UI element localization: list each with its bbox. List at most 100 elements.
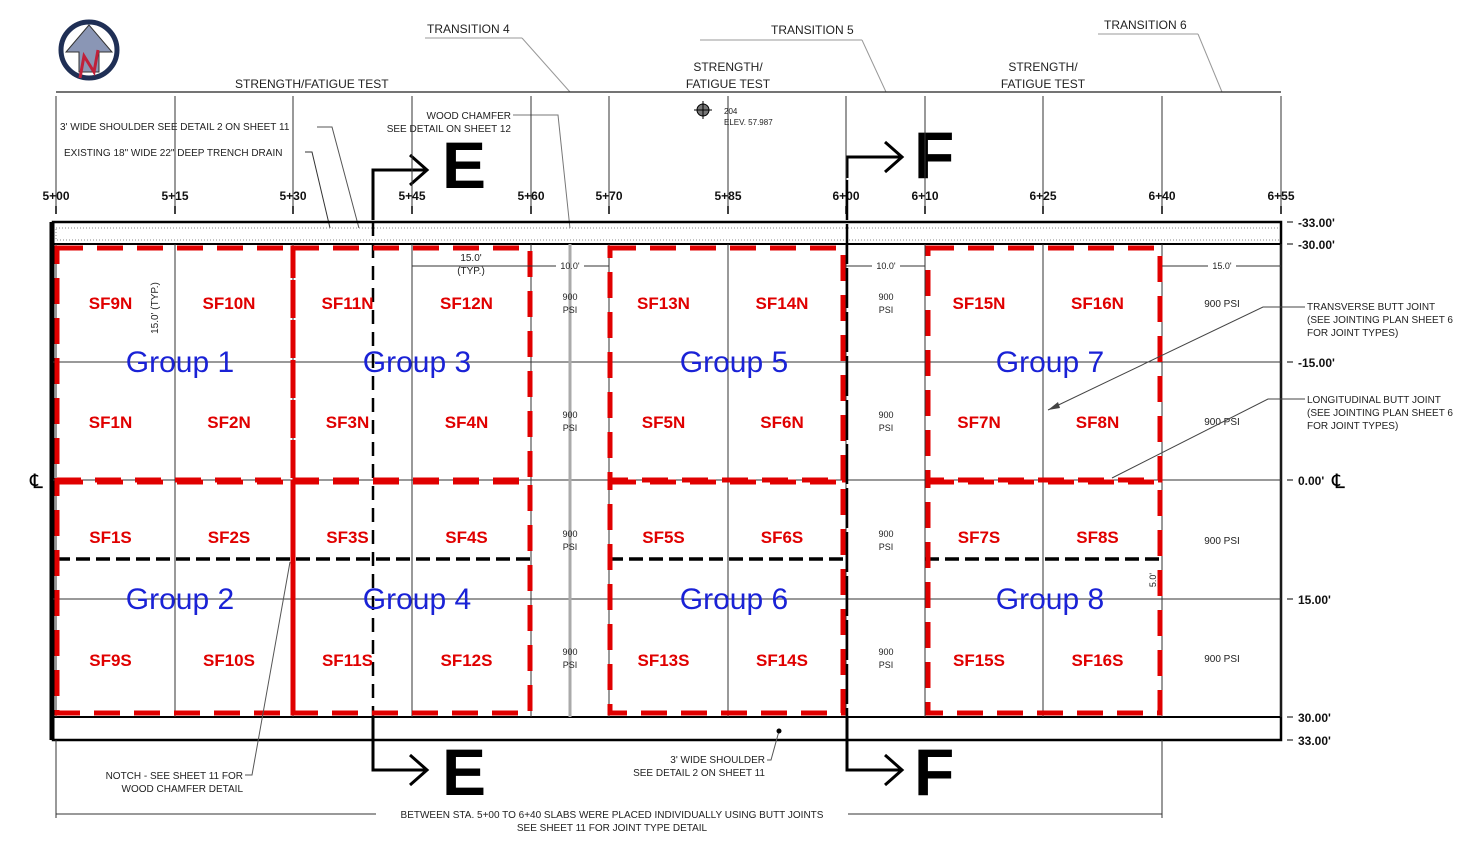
slab-label-sf11s: SF11S xyxy=(322,651,373,670)
psi-unit: PSI xyxy=(563,423,578,433)
notch-note: NOTCH - SEE SHEET 11 FOR xyxy=(106,771,243,782)
group-label-2: Group 2 xyxy=(126,583,234,616)
slab-length-dimension: 15.0' xyxy=(460,253,481,264)
gap-dimension-1: 10.0' xyxy=(560,261,580,271)
slab-label-sf14n: SF14N xyxy=(756,294,809,313)
psi-unit: PSI xyxy=(879,542,894,552)
wood-chamfer-note-2: SEE DETAIL ON SHEET 12 xyxy=(387,124,512,135)
group-outline xyxy=(607,245,846,483)
station-label: 5+15 xyxy=(161,189,188,203)
gap-dimension-3: 15.0' xyxy=(1212,261,1232,271)
psi-value: 900 xyxy=(878,647,893,657)
slab-label-sf16n: SF16N xyxy=(1071,294,1124,313)
psi-value: 900 xyxy=(878,410,893,420)
section-f-marker-top: F xyxy=(845,118,954,192)
slab-label-sf2n: SF2N xyxy=(207,413,250,432)
group-outline xyxy=(54,245,296,483)
psi-value: 900 xyxy=(562,410,577,420)
station-label: 6+55 xyxy=(1267,189,1294,203)
slab-label-sf15s: SF15S xyxy=(953,651,1005,670)
offset-label: -30.00' xyxy=(1298,238,1335,252)
psi-unit: PSI xyxy=(879,660,894,670)
slab-label-sf7s: SF7S xyxy=(958,528,1001,547)
station-label: 5+45 xyxy=(398,189,425,203)
bottom-note-2: SEE SHEET 11 FOR JOINT TYPE DETAIL xyxy=(517,823,708,834)
shoulder-note-bottom-2: SEE DETAIL 2 ON SHEET 11 xyxy=(633,768,765,779)
station-label: 5+60 xyxy=(517,189,544,203)
shoulder-note-bottom: 3' WIDE SHOULDER xyxy=(670,755,765,766)
slab-label-sf6s: SF6S xyxy=(761,528,804,547)
slab-length-typ: (TYP.) xyxy=(457,266,485,277)
centerline-icon: ℄ xyxy=(1331,471,1345,493)
transverse-joint-note-2: (SEE JOINTING PLAN SHEET 6 xyxy=(1307,315,1453,326)
station-label: 6+25 xyxy=(1029,189,1056,203)
longitudinal-joint-note-3: FOR JOINT TYPES) xyxy=(1307,421,1398,432)
group-label-4: Group 4 xyxy=(363,583,471,616)
offset-label: 33.00' xyxy=(1298,734,1331,748)
slab-label-sf9s: SF9S xyxy=(89,651,132,670)
offset-label: 0.00' xyxy=(1298,474,1324,488)
station-label: 6+40 xyxy=(1148,189,1175,203)
section-e-marker-top: E xyxy=(371,128,486,220)
slab-label-sf2s: SF2S xyxy=(208,528,251,547)
group-outline xyxy=(290,245,533,483)
psi-label: 900 PSI xyxy=(1204,299,1240,310)
offset-label: 15.00' xyxy=(1298,593,1331,607)
offset-label: 30.00' xyxy=(1298,711,1331,725)
group-outline xyxy=(607,479,846,716)
slab-label-sf1n: SF1N xyxy=(89,413,132,432)
transition-5-label: TRANSITION 5 xyxy=(771,23,854,37)
station-label: 5+85 xyxy=(714,189,741,203)
group-outline xyxy=(54,479,296,716)
five-ft-dimension: 5.0' xyxy=(1148,573,1158,588)
psi-value: 900 xyxy=(878,292,893,302)
group-outline xyxy=(925,245,1163,483)
psi-value: 900 xyxy=(562,647,577,657)
slab-label-sf10n: SF10N xyxy=(203,294,256,313)
slab-label-sf11n: SF11N xyxy=(322,294,374,313)
trench-drain xyxy=(55,227,1282,241)
strength-fatigue-label-2b: FATIGUE TEST xyxy=(686,77,771,91)
offset-label: -15.00' xyxy=(1298,356,1335,370)
slab-label-sf12n: SF12N xyxy=(440,294,493,313)
psi-value: 900 xyxy=(878,529,893,539)
slab-label-sf16s: SF16S xyxy=(1072,651,1124,670)
slab-label-sf8n: SF8N xyxy=(1076,413,1119,432)
slab-label-sf7n: SF7N xyxy=(957,413,1000,432)
group-label-7: Group 7 xyxy=(996,346,1104,379)
strength-fatigue-label-3b: FATIGUE TEST xyxy=(1001,77,1086,91)
group-outline xyxy=(925,479,1163,716)
slab-label-sf3s: SF3S xyxy=(326,528,369,547)
svg-text:E: E xyxy=(442,128,486,202)
psi-value: 900 xyxy=(562,529,577,539)
benchmark-elevation: ELEV. 57.987 xyxy=(724,118,773,127)
north-arrow-icon xyxy=(58,19,120,81)
transverse-joint-note: TRANSVERSE BUTT JOINT xyxy=(1307,302,1435,313)
group-label-5: Group 5 xyxy=(680,346,788,379)
slab-label-sf4n: SF4N xyxy=(445,413,488,432)
trench-drain-note: EXISTING 18" WIDE 22" DEEP TRENCH DRAIN xyxy=(64,148,282,159)
slab-label-sf9n: SF9N xyxy=(89,294,132,313)
strength-fatigue-label-2: STRENGTH/ xyxy=(693,60,763,74)
psi-label: 900 PSI xyxy=(1204,536,1240,547)
benchmark-icon xyxy=(694,101,712,119)
slab-label-sf15n: SF15N xyxy=(953,294,1006,313)
svg-text:E: E xyxy=(442,735,486,809)
station-label: 5+00 xyxy=(42,189,69,203)
group-label-6: Group 6 xyxy=(680,583,788,616)
slab-label-sf12s: SF12S xyxy=(441,651,493,670)
slab-width-dimension: 15.0' (TYP.) xyxy=(150,282,161,334)
slab-label-sf13n: SF13N xyxy=(637,294,690,313)
psi-unit: PSI xyxy=(879,423,894,433)
slab-label-sf6n: SF6N xyxy=(760,413,803,432)
svg-text:F: F xyxy=(914,118,954,192)
psi-unit: PSI xyxy=(563,542,578,552)
longitudinal-joint-note: LONGITUDINAL BUTT JOINT xyxy=(1307,395,1441,406)
slab-label-sf14s: SF14S xyxy=(756,651,808,670)
bottom-note: BETWEEN STA. 5+00 TO 6+40 SLABS WERE PLA… xyxy=(401,810,824,821)
slab-label-sf10s: SF10S xyxy=(203,651,255,670)
wood-chamfer-note: WOOD CHAMFER xyxy=(427,111,511,122)
station-label: 6+10 xyxy=(911,189,938,203)
centerline-icon: ℄ xyxy=(29,471,43,493)
